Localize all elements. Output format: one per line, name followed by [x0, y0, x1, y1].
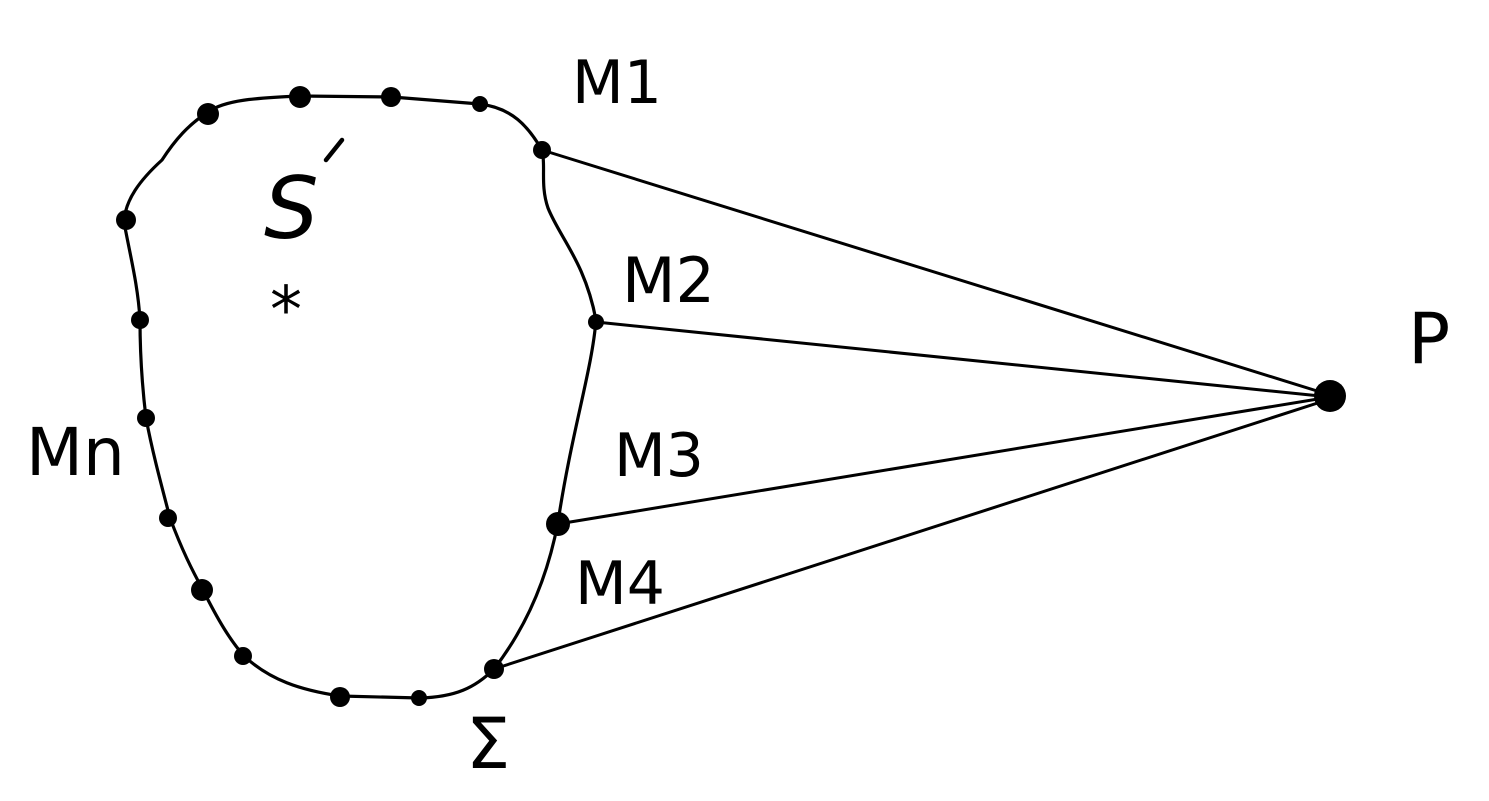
boundary-point — [330, 687, 350, 707]
boundary-point — [234, 647, 252, 665]
label-m4: M4 — [575, 549, 665, 619]
boundary-point — [411, 690, 427, 706]
ray-bottom-p — [492, 397, 1332, 671]
boundary-point — [472, 96, 488, 112]
label-mn: Mn — [26, 414, 125, 491]
boundary-point — [191, 579, 213, 601]
point-m2-dot — [588, 314, 604, 330]
point-p-dot — [1314, 380, 1346, 412]
boundary-point — [137, 409, 155, 427]
point-sigma-dot — [484, 659, 504, 679]
point-m3-dot — [546, 512, 570, 536]
point-m1-dot — [533, 141, 551, 159]
label-m3: M3 — [614, 421, 704, 491]
surface-outline — [122, 94, 544, 700]
visible-boundary — [492, 148, 598, 671]
boundary-point — [197, 103, 219, 125]
label-m2: M2 — [622, 244, 715, 317]
label-m1: M1 — [572, 48, 662, 118]
ray-m2-p — [594, 320, 1332, 399]
boundary-point — [159, 509, 177, 527]
boundary-point — [131, 311, 149, 329]
boundary-point — [116, 210, 136, 230]
label-star: * — [270, 274, 302, 348]
ray-m1-p — [540, 148, 1332, 397]
s-accent-stroke — [323, 137, 345, 163]
label-s: S — [264, 159, 319, 259]
boundary-point — [289, 86, 311, 108]
label-p: P — [1408, 298, 1450, 380]
boundary-point — [381, 87, 401, 107]
label-sigma: Σ — [466, 703, 510, 785]
ray-m3-p — [556, 395, 1332, 526]
